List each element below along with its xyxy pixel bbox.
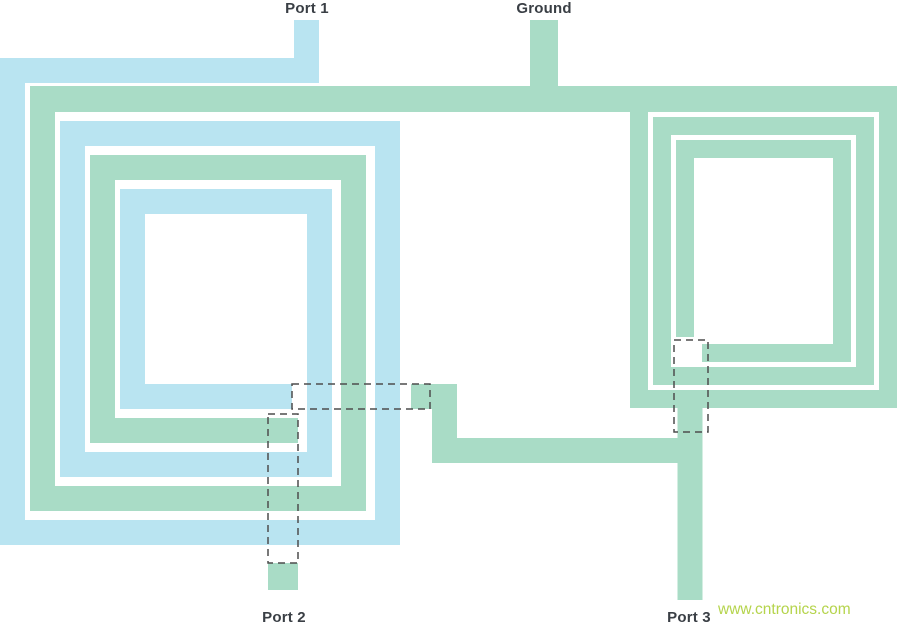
port2-label: Port 2 (262, 609, 306, 625)
ground-rail (30, 86, 897, 112)
underpass-port2-vertical (267, 413, 299, 564)
right-spiral-middle-ring (653, 117, 874, 385)
right-spiral-inner-ring (676, 140, 851, 362)
port1-label: Port 1 (285, 0, 329, 17)
ground-stub (530, 20, 558, 88)
secondary-winding-green (30, 99, 366, 511)
right-spiral-outer-ring (630, 112, 897, 408)
primary-winding-blue (0, 20, 400, 545)
port3-trace (677, 408, 703, 600)
port3-label: Port 3 (667, 609, 711, 625)
underpass-left-horizontal (291, 383, 431, 410)
underpass-right-vertical (673, 339, 709, 433)
ground-label: Ground (516, 0, 572, 17)
port3-connector-trace (411, 384, 690, 463)
watermark-text: www.cntronics.com (718, 601, 851, 618)
port2-stub (268, 563, 298, 590)
